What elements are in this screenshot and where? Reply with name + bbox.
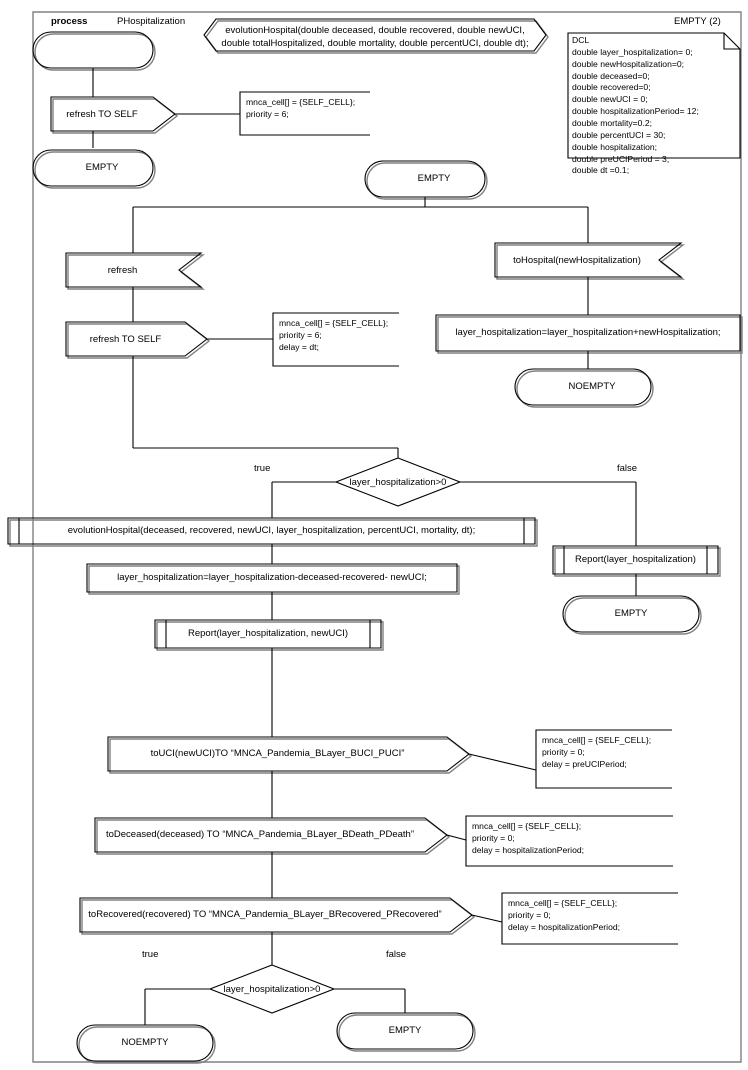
procedure-declaration-shape — [203, 18, 549, 54]
noempty-right-state-label: NOEMPTY — [568, 381, 616, 392]
process-name-label: PHospitalization — [117, 16, 186, 27]
report-two-call-shape — [154, 619, 384, 651]
empty-false-state-shape — [562, 595, 702, 635]
empty-state-1-label: EMPTY — [85, 162, 119, 173]
comment-2-shape — [207, 312, 399, 367]
to-hospital-input-label: toHospital(newHospitalization) — [513, 255, 641, 266]
process-frame — [32, 11, 742, 1063]
comment-5-text: mnca_cell[] = {SELF_CELL}; priority = 0;… — [508, 898, 620, 934]
comment-4-line-0: mnca_cell[] = {SELF_CELL}; — [472, 821, 582, 831]
comment-2-line-2: delay = dt; — [279, 341, 319, 352]
comment-5-shape — [471, 892, 678, 945]
dcl-line-8: double hospitalization; — [572, 141, 658, 152]
dcl-line-1: double newHospitalization=0; — [572, 58, 685, 69]
report-one-call-shape — [552, 545, 721, 577]
comment-4-line-2: delay = hospitalizationPeriod; — [472, 844, 585, 855]
layer-add-task-label: layer_hospitalization=layer_hospitalizat… — [455, 327, 721, 338]
decision-2-shape — [208, 964, 336, 1014]
refresh-input-label: refresh — [107, 265, 138, 276]
start-state-shape — [32, 31, 156, 71]
report-one-call-label: Report(layer_hospitalization) — [575, 554, 696, 565]
comment-3-line-1: priority = 0; — [542, 746, 585, 757]
empty-bottom-state-shape — [336, 1012, 476, 1052]
comment-4-line-1: priority = 0; — [472, 832, 515, 843]
dcl-box-shape — [567, 32, 741, 159]
dcl-line-0: double layer_hospitalization= 0; — [572, 46, 693, 57]
comment-5-line-1: priority = 0; — [508, 909, 551, 920]
layer-sub-task-label: layer_hospitalization=layer_hospitalizat… — [117, 572, 427, 583]
noempty-bottom-state-shape — [76, 1024, 216, 1064]
comment-1-shape — [175, 91, 370, 136]
to-hospital-input-shape — [494, 242, 686, 280]
comment-2-line-0: mnca_cell[] = {SELF_CELL}; — [279, 318, 389, 328]
decision-2-false-label: false — [386, 949, 407, 960]
comment-2-line-1: priority = 6; — [279, 329, 322, 340]
comment-3-shape — [468, 729, 672, 789]
to-recovered-output-label: toRecovered(recovered) TO “MNCA_Pandemia… — [88, 909, 442, 920]
dcl-line-5: double hospitalizationPeriod= 12; — [572, 106, 699, 117]
to-uci-output-shape — [107, 736, 473, 774]
comment-3-line-0: mnca_cell[] = {SELF_CELL}; — [542, 735, 652, 745]
evolution-call-shape — [7, 517, 538, 547]
dcl-title: DCL — [572, 35, 590, 45]
empty-bottom-state-label: EMPTY — [388, 1025, 422, 1036]
empty-count-label: EMPTY (2) — [674, 16, 721, 27]
refresh-to-self-2-label: refresh TO SELF — [89, 334, 162, 345]
comment-3-line-2: delay = preUCIPeriod; — [542, 758, 627, 769]
layer-sub-task-shape — [86, 563, 460, 595]
comment-2-text: mnca_cell[] = {SELF_CELL}; priority = 6;… — [279, 318, 388, 354]
dcl-line-6: double mortality=0.2; — [572, 118, 653, 129]
evolution-call-label: evolutionHospital(deceased, recovered, n… — [67, 525, 476, 536]
empty-state-1-shape — [32, 149, 156, 189]
decision-1-false-label: false — [617, 463, 638, 474]
decision-1-shape — [334, 457, 462, 507]
dcl-line-7: double percentUCI = 30; — [572, 129, 666, 140]
empty-top-state-shape — [364, 160, 488, 200]
procedure-declaration-line1: evolutionHospital(double deceased, doubl… — [225, 25, 525, 36]
comment-3-text: mnca_cell[] = {SELF_CELL}; priority = 0;… — [542, 735, 651, 771]
decision-2-true-label: true — [142, 949, 159, 960]
comment-1-line-0: mnca_cell[] = {SELF_CELL}; — [246, 97, 356, 107]
decision-2-label: layer_hospitalization>0 — [223, 984, 321, 995]
dcl-line-3: double recovered=0; — [572, 82, 651, 93]
dcl-line-4: double newUCI = 0; — [572, 94, 648, 105]
refresh-to-self-1-shape — [50, 96, 179, 134]
comment-5-line-2: delay = hospitalizationPeriod; — [508, 921, 621, 932]
dcl-line-9: double preUCIPeriod = 3; — [572, 153, 670, 164]
decision-1-label: layer_hospitalization>0 — [349, 477, 447, 488]
refresh-to-self-1-label: refresh TO SELF — [66, 109, 138, 120]
decision-1-true-label: true — [254, 463, 271, 474]
empty-top-state-label: EMPTY — [417, 173, 451, 184]
comment-1-line-1: priority = 6; — [246, 108, 289, 119]
dcl-line-2: double deceased=0; — [572, 70, 650, 81]
dcl-text-block: DCL double layer_hospitalization= 0; dou… — [572, 35, 699, 177]
to-recovered-output-shape — [79, 897, 476, 935]
refresh-input-shape — [65, 252, 206, 290]
to-deceased-output-shape — [94, 817, 451, 855]
report-two-call-label: Report(layer_hospitalization, newUCI) — [188, 628, 348, 639]
process-keyword-label: process — [51, 16, 88, 27]
dcl-line-10: double dt =0.1; — [572, 165, 630, 176]
to-deceased-output-label: toDeceased(deceased) TO “MNCA_Pandemia_B… — [105, 829, 415, 840]
to-uci-output-label: toUCI(newUCI)TO “MNCA_Pandemia_BLayer_BU… — [150, 748, 405, 759]
comment-4-shape — [446, 815, 673, 867]
empty-false-state-label: EMPTY — [614, 608, 648, 619]
noempty-right-state-shape — [514, 368, 654, 408]
procedure-declaration-line2: double totalHospitalized, double mortali… — [221, 38, 529, 49]
refresh-to-self-2-shape — [65, 321, 211, 359]
layer-add-task-shape — [435, 314, 743, 354]
comment-1-text: mnca_cell[] = {SELF_CELL}; priority = 6; — [246, 97, 355, 121]
comment-4-text: mnca_cell[] = {SELF_CELL}; priority = 0;… — [472, 821, 584, 857]
comment-5-line-0: mnca_cell[] = {SELF_CELL}; — [508, 898, 618, 908]
noempty-bottom-state-label: NOEMPTY — [121, 1037, 169, 1048]
